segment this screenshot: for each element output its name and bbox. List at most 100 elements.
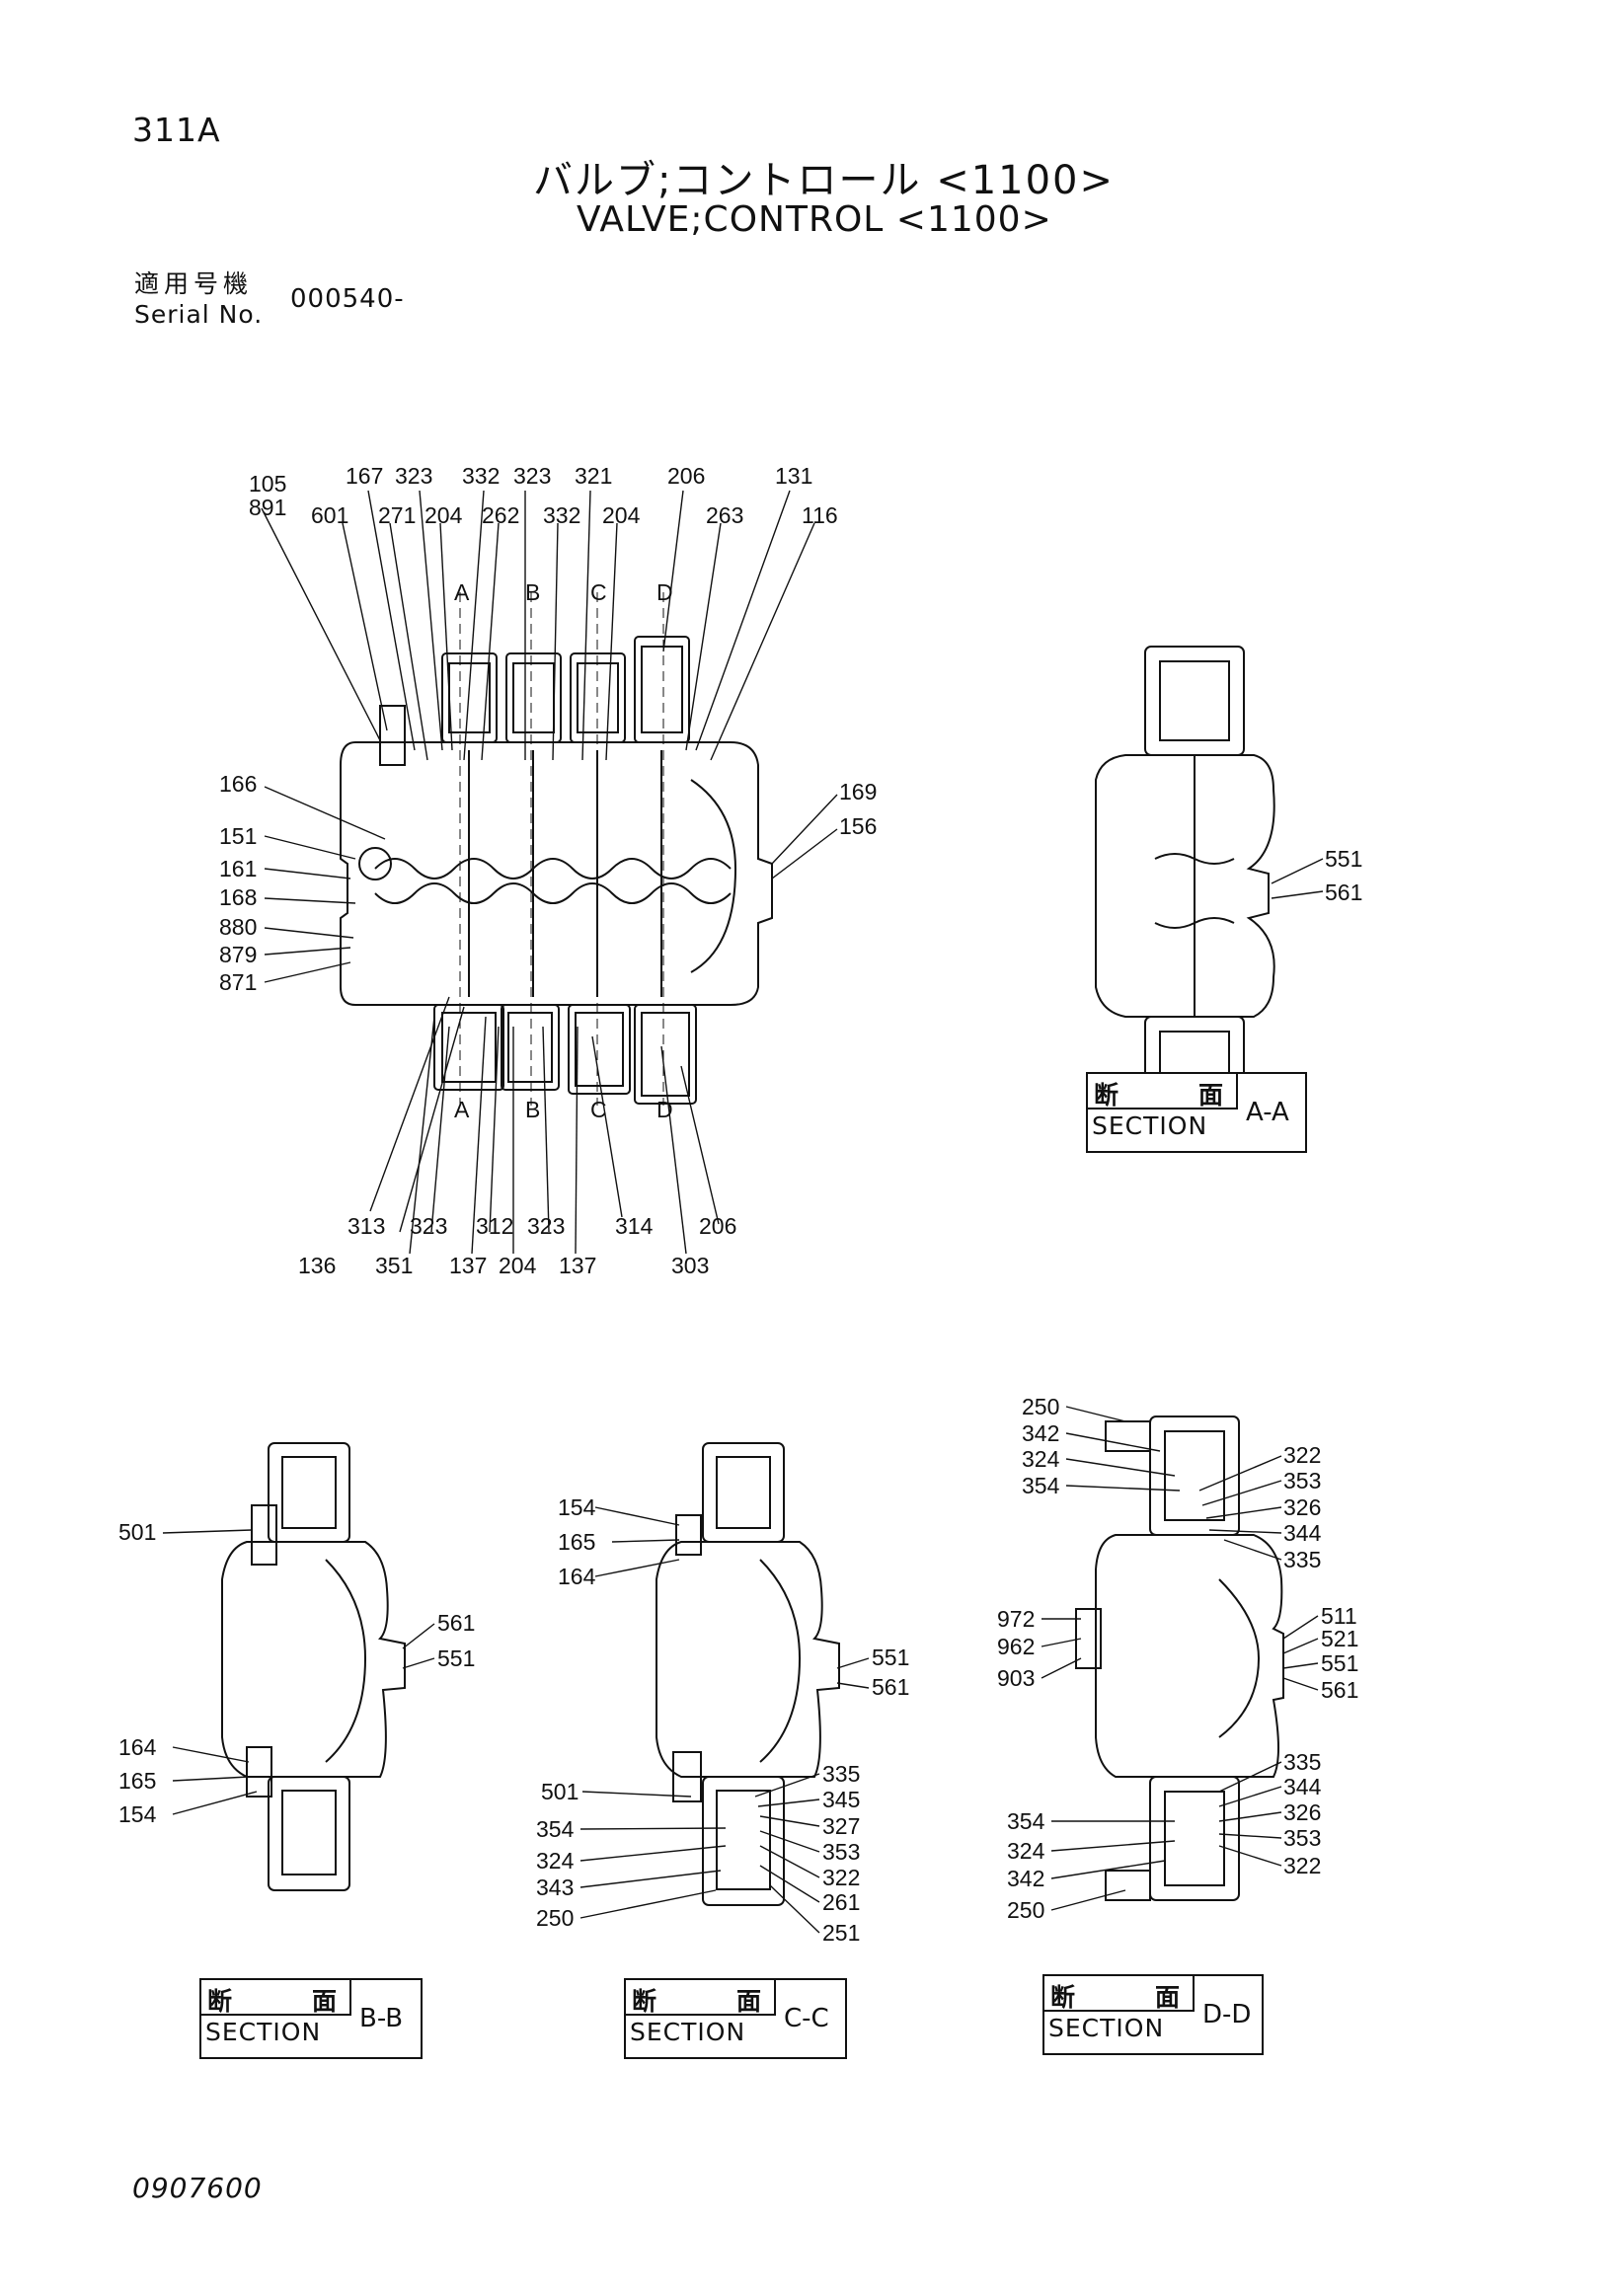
callout: 353: [1283, 1468, 1321, 1493]
serial-label-japanese: 適用号機: [134, 269, 254, 298]
section-kanji-1: 断: [1094, 1081, 1119, 1110]
section-d-d-callouts: 250 342 324 354 322 353 326 344 335 972 …: [997, 1394, 1358, 1923]
main-left-callouts: 166 151 161 168 880 879 871: [219, 771, 257, 995]
callout: 354: [1022, 1473, 1060, 1498]
section-label: SECTION: [205, 2018, 322, 2046]
section-a-a-callouts: 551 561: [1325, 846, 1362, 905]
callout: 324: [536, 1848, 575, 1874]
section-kanji-1: 断: [1050, 1983, 1076, 2012]
marker-a-bottom: A: [454, 1097, 470, 1122]
section-id: D-D: [1202, 2000, 1252, 2029]
section-box-d-d: 断 面 SECTION D-D: [1042, 1974, 1264, 2055]
callout: 332: [543, 502, 580, 528]
marker-b-bottom: B: [525, 1097, 540, 1122]
callout: 271: [378, 502, 416, 528]
callout: 354: [536, 1816, 575, 1842]
callout: 879: [219, 942, 257, 967]
callout: 161: [219, 856, 257, 881]
callout: 521: [1321, 1626, 1358, 1651]
marker-c-bottom: C: [590, 1097, 607, 1122]
section-d-d-drawing: [1075, 1416, 1284, 1901]
callout: 353: [822, 1839, 860, 1865]
section-a-a-drawing: [1095, 646, 1275, 1126]
callout: 324: [1007, 1838, 1045, 1864]
section-b-b-leaders: [162, 1529, 435, 1815]
main-leader-lines: [261, 490, 838, 1255]
callout: 335: [1283, 1749, 1321, 1775]
section-box-a-a: 断 面 SECTION A-A: [1086, 1072, 1307, 1153]
callout: 344: [1283, 1520, 1322, 1546]
callout: 343: [536, 1875, 574, 1900]
section-c-c-drawing: [656, 1442, 840, 1906]
callout: 354: [1007, 1808, 1045, 1834]
callout: 561: [1325, 880, 1362, 905]
callout: 342: [1007, 1866, 1044, 1891]
footer-drawing-code: 0907600: [132, 2172, 263, 2204]
callout: 344: [1283, 1774, 1322, 1799]
callout: 251: [822, 1920, 860, 1946]
callout: 511: [1321, 1603, 1357, 1629]
main-top-callouts: 105 891 601 167 271 323 204 332 262 323 …: [249, 463, 838, 528]
serial-number-value: 000540-: [290, 284, 405, 314]
callout: 561: [437, 1610, 475, 1636]
callout: 871: [219, 969, 257, 995]
section-kanji-1: 断: [207, 1987, 233, 2016]
callout: 551: [1321, 1650, 1358, 1676]
section-kanji-2: 面: [1155, 1983, 1181, 2012]
callout: 164: [118, 1734, 157, 1760]
callout: 105: [249, 471, 286, 497]
callout: 335: [822, 1761, 860, 1787]
callout: 601: [311, 502, 348, 528]
callout: 165: [118, 1768, 156, 1794]
callout: 351: [375, 1253, 413, 1278]
callout: 204: [602, 502, 641, 528]
callout: 314: [615, 1213, 654, 1239]
callout: 332: [462, 463, 500, 489]
section-id: C-C: [784, 2004, 829, 2033]
callout: 250: [1007, 1897, 1044, 1923]
section-id: A-A: [1246, 1098, 1289, 1127]
callout: 323: [395, 463, 432, 489]
callout: 204: [499, 1253, 537, 1278]
marker-d-bottom: D: [656, 1097, 673, 1122]
callout: 250: [1022, 1394, 1059, 1419]
callout: 880: [219, 914, 257, 940]
callout: 345: [822, 1787, 860, 1812]
callout: 962: [997, 1634, 1035, 1659]
callout: 261: [822, 1889, 860, 1915]
callout: 327: [822, 1813, 860, 1839]
callout: 326: [1283, 1799, 1321, 1825]
section-d-d-leaders: [1041, 1406, 1319, 1911]
section-kanji-2: 面: [312, 1987, 338, 2016]
marker-a-top: A: [454, 579, 470, 605]
callout: 166: [219, 771, 257, 797]
callout: 137: [559, 1253, 596, 1278]
title-japanese: バルブ;コントロール <1100>: [533, 158, 1116, 203]
callout: 263: [706, 502, 743, 528]
callout: 116: [802, 502, 838, 528]
callout: 204: [424, 502, 463, 528]
section-a-a-leaders: [1271, 858, 1324, 899]
section-box-b-b: 断 面 SECTION B-B: [199, 1978, 423, 2059]
section-c-c-callouts: 154 165 164 551 561 501 354 324 343 250 …: [536, 1494, 909, 1946]
callout: 168: [219, 884, 257, 910]
section-b-b-callouts: 501 164 165 154 561 551: [118, 1519, 475, 1827]
callout: 164: [558, 1564, 596, 1589]
section-label: SECTION: [1048, 2014, 1165, 2042]
callout: 891: [249, 495, 286, 520]
title-english: VALVE;CONTROL <1100>: [577, 199, 1052, 240]
callout: 156: [839, 813, 877, 839]
callout: 137: [449, 1253, 487, 1278]
section-label: SECTION: [630, 2018, 746, 2046]
callout: 322: [1283, 1853, 1321, 1878]
callout: 353: [1283, 1825, 1321, 1851]
section-label: SECTION: [1092, 1111, 1208, 1140]
callout: 561: [872, 1674, 909, 1700]
callout: 501: [541, 1779, 579, 1804]
section-kanji-2: 面: [736, 1987, 762, 2016]
callout: 342: [1022, 1420, 1059, 1446]
callout: 326: [1283, 1494, 1321, 1520]
callout: 323: [410, 1213, 447, 1239]
callout: 903: [997, 1665, 1035, 1691]
